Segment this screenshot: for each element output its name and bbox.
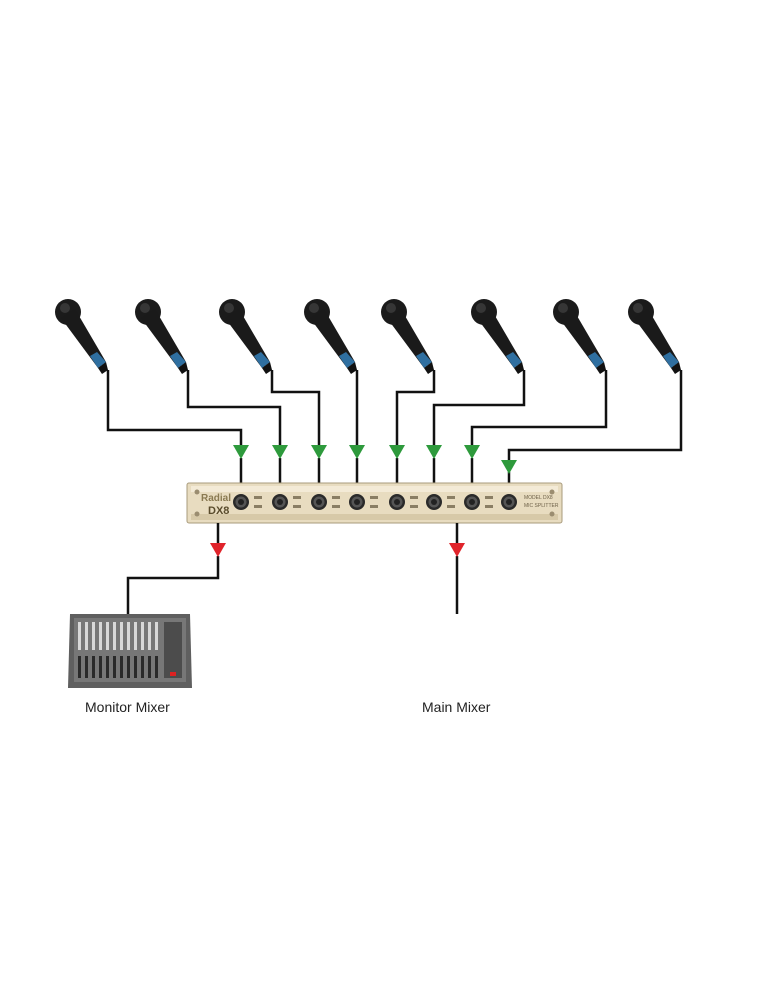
- microphone-icon: [135, 299, 188, 374]
- microphone-icon: [381, 299, 434, 374]
- monitor-mixer-label: Monitor Mixer: [85, 699, 170, 715]
- monitor-mixer-icon: [68, 614, 192, 688]
- splitter-model: DX8: [208, 505, 229, 517]
- microphone-icon: [628, 299, 681, 374]
- microphone-icon: [55, 299, 108, 374]
- splitter-output-cables: [126, 523, 459, 614]
- main-mixer-label: Main Mixer: [422, 699, 491, 715]
- splitter-brand: Radial: [201, 493, 231, 504]
- splitter-side-text-2: MIC SPLITTER: [524, 503, 559, 509]
- output-arrows: [210, 543, 465, 557]
- microphone-icon: [471, 299, 524, 374]
- splitter-side-text-1: MODEL DX8: [524, 495, 553, 501]
- mic-cables: [106, 370, 683, 486]
- rack-splitter-icon: Radial DX8 MODEL DX8 MIC SPLITTER: [186, 482, 563, 524]
- microphone-icon: [304, 299, 357, 374]
- microphone-icon: [553, 299, 606, 374]
- input-arrows: [233, 445, 517, 474]
- microphone-icon: [219, 299, 272, 374]
